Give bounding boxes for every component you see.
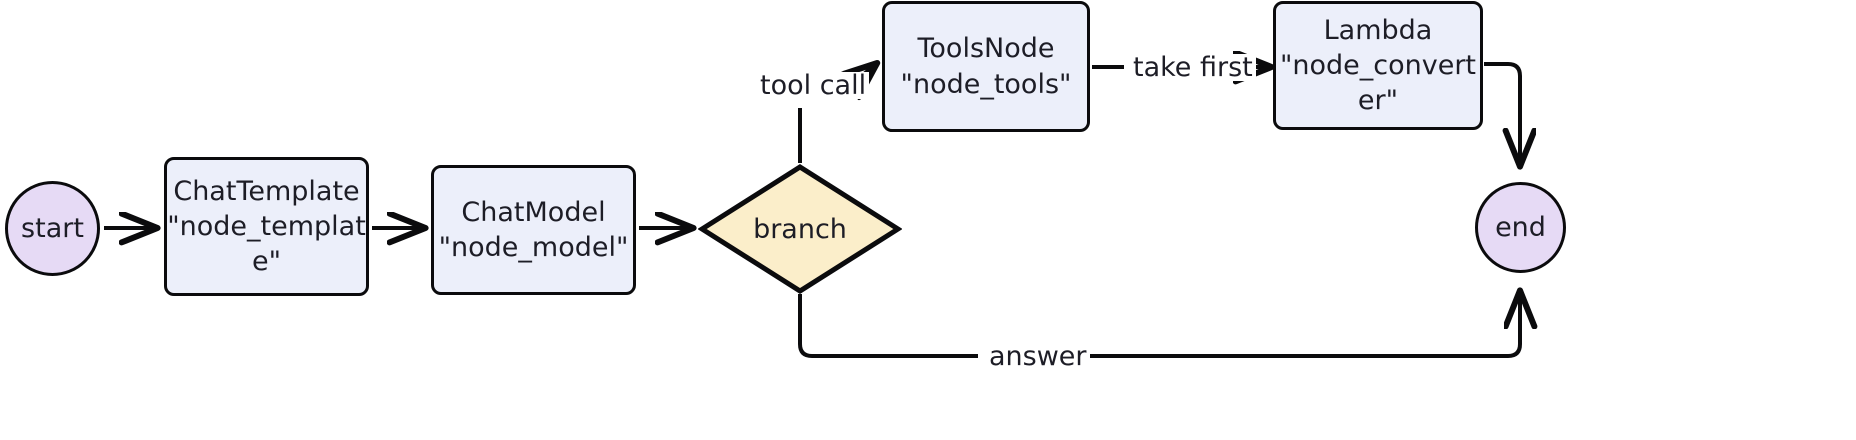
node-branch-label: branch	[753, 213, 847, 245]
edge-node_converter-to-end	[1484, 62, 1520, 165]
edge-branch-to-end	[798, 292, 1520, 358]
node-start[interactable]: start	[5, 181, 100, 276]
node-node-model-line-2: "node_model"	[438, 232, 629, 263]
node-end[interactable]: end	[1475, 182, 1566, 273]
node-node-tools[interactable]: ToolsNode "node_tools"	[882, 1, 1090, 132]
node-node-converter[interactable]: Lambda "node_convert er"	[1273, 1, 1483, 130]
node-node-tools-line-2: "node_tools"	[900, 68, 1072, 100]
node-node-converter-line-1: Lambda	[1323, 14, 1433, 46]
node-node-converter-line-3: er"	[1357, 85, 1399, 117]
node-node-model[interactable]: ChatModel "node_model"	[431, 165, 636, 295]
node-node-template-line-2: "node_templat	[167, 210, 366, 242]
node-node-converter-line-2: "node_convert	[1279, 49, 1477, 81]
edge-label-answer: answer	[986, 343, 1090, 370]
edge-label-tool-call: tool call	[757, 72, 870, 99]
node-node-tools-line-1: ToolsNode	[917, 33, 1055, 65]
node-node-model-line-1: ChatModel	[461, 196, 606, 228]
branch-diamond-shape	[697, 164, 903, 294]
node-node-template-line-1: ChatTemplate	[173, 175, 360, 207]
node-end-label: end	[1495, 212, 1546, 243]
node-branch[interactable]: branch	[697, 163, 903, 295]
edge-label-take-first: take first	[1130, 54, 1256, 81]
node-node-template-line-3: e"	[251, 246, 282, 278]
node-start-label: start	[21, 213, 84, 244]
node-node-template[interactable]: ChatTemplate "node_templat e"	[164, 157, 369, 296]
